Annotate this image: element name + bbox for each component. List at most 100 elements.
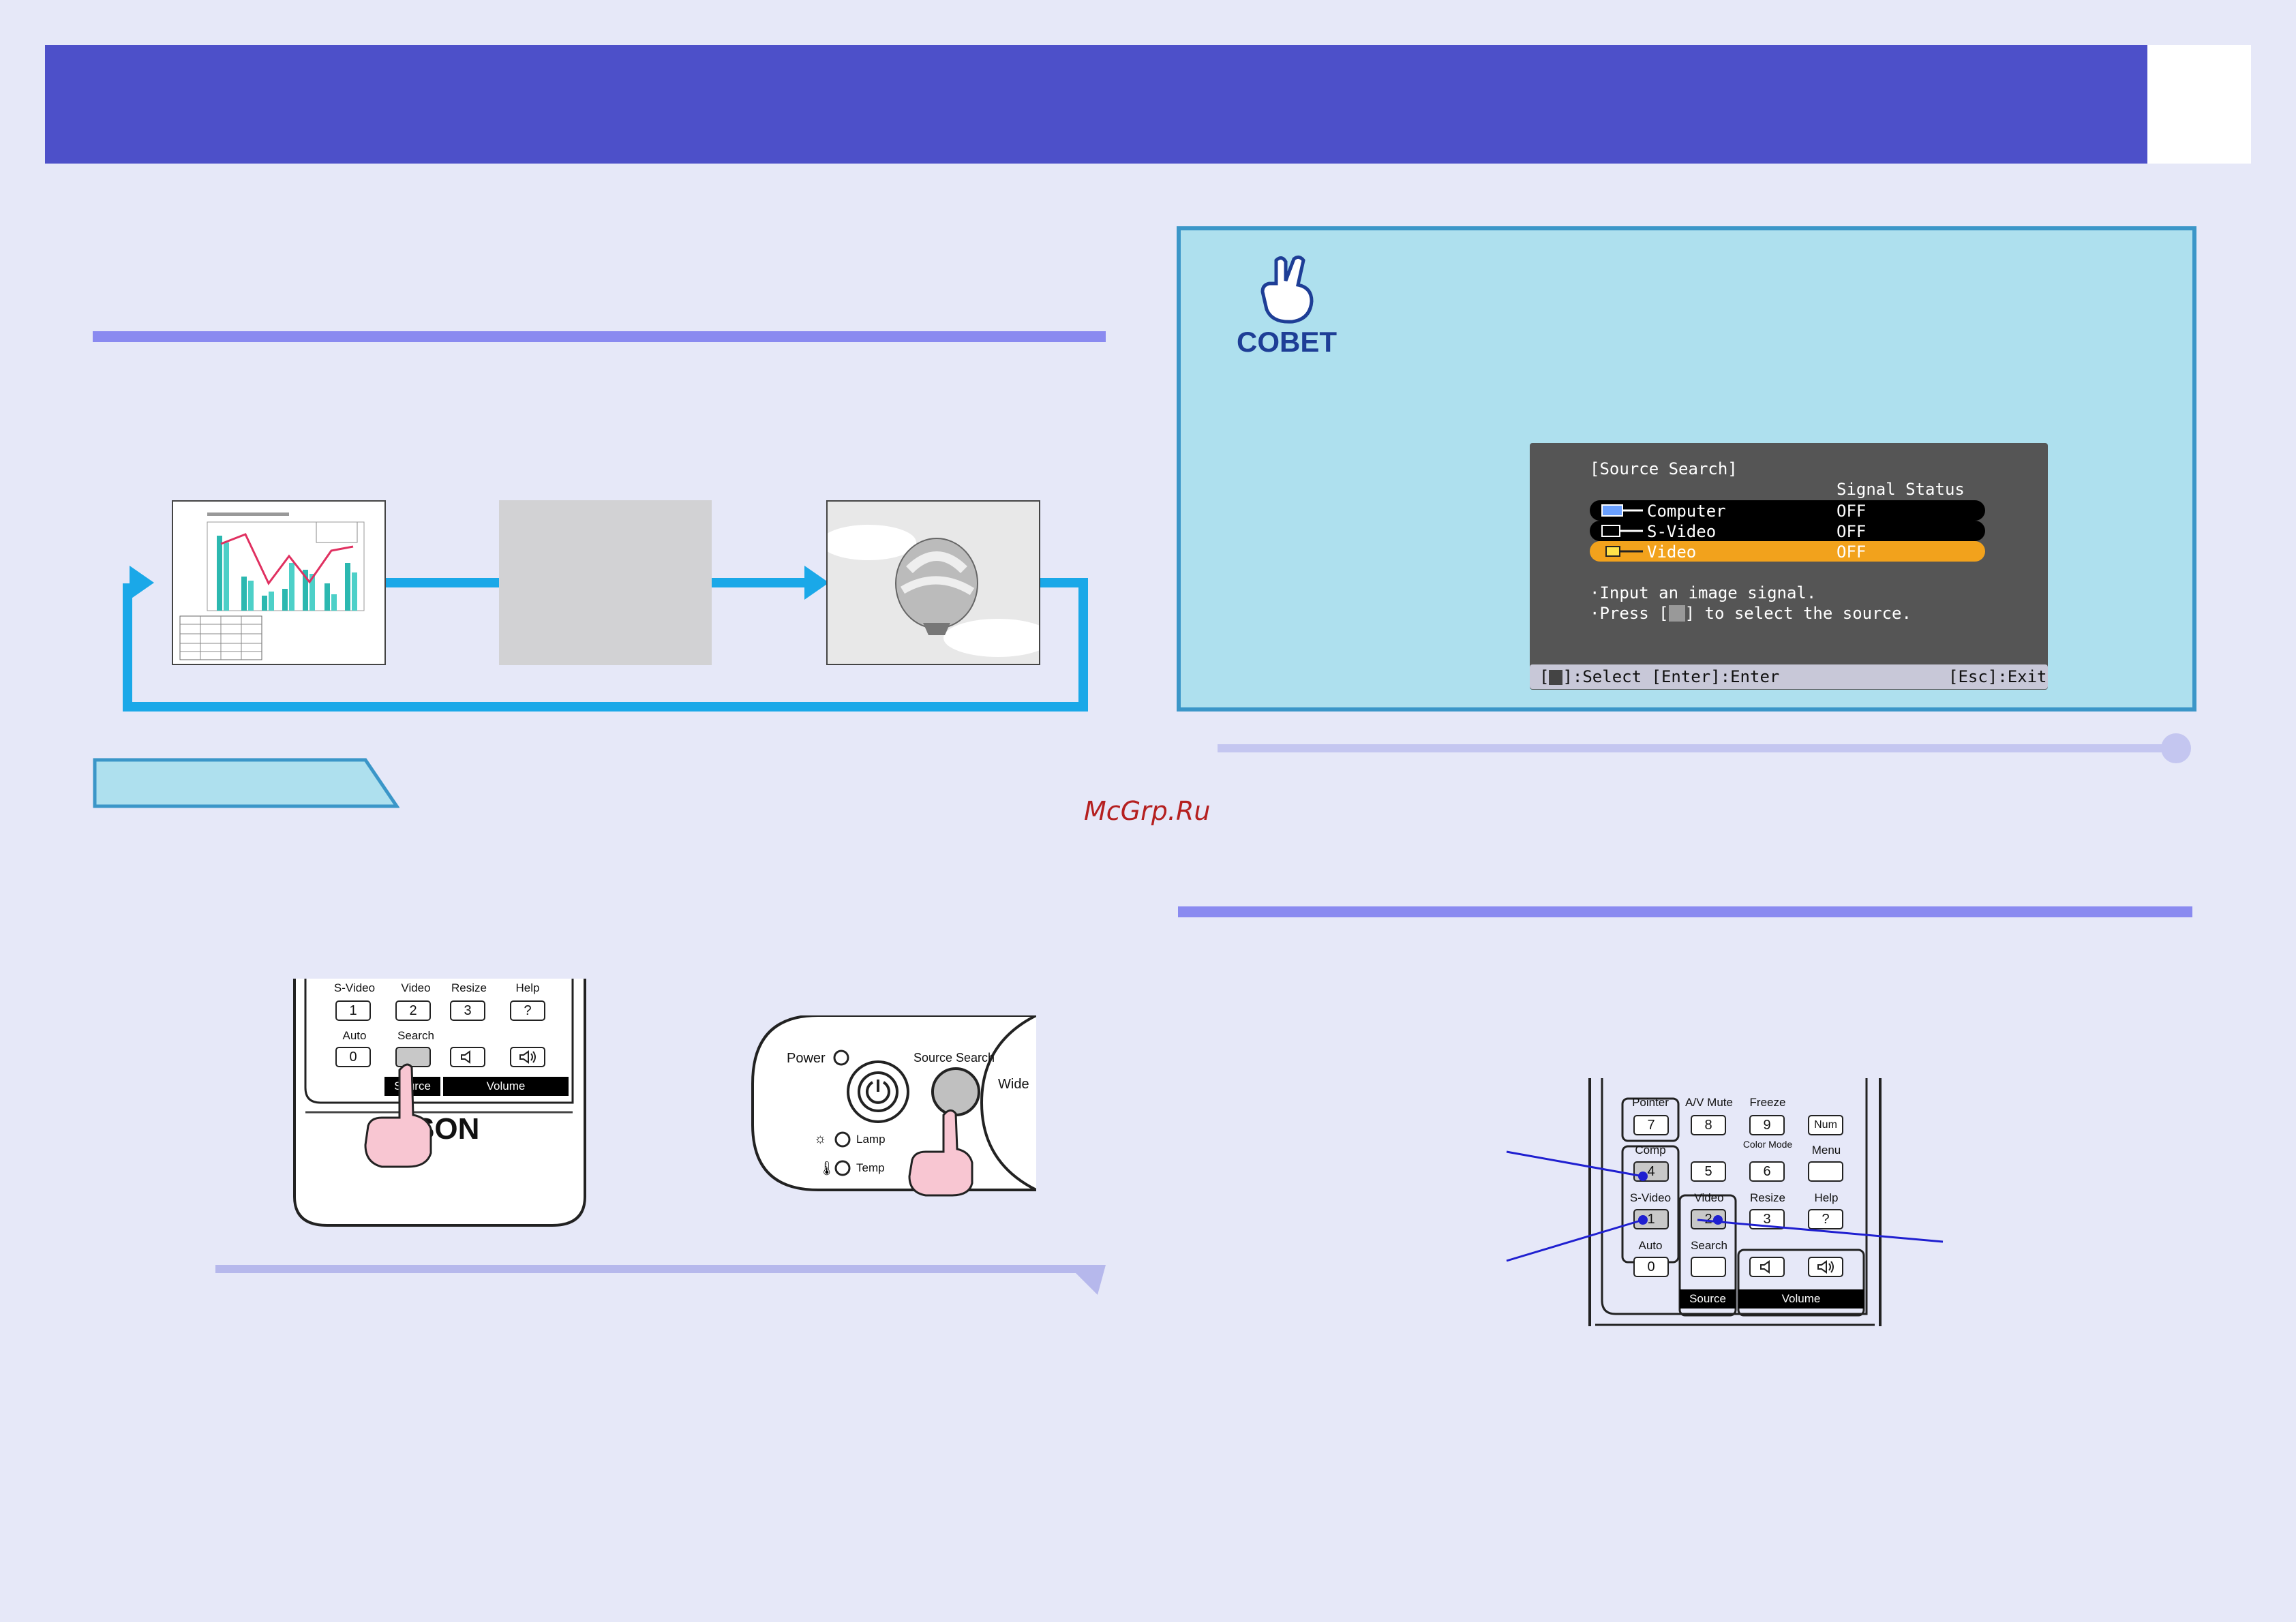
key-2[interactable]: 2 xyxy=(395,1000,431,1021)
page-number-box xyxy=(2147,45,2251,164)
computer-source-button[interactable]: 4 xyxy=(1633,1161,1669,1182)
procedure-tab xyxy=(93,758,399,808)
help-button[interactable]: ? xyxy=(510,1000,545,1021)
projector-control-panel: Power Source Search Wide ☼ Lamp 🌡 Temp xyxy=(750,1015,1036,1197)
svideo-connector-icon xyxy=(1601,525,1643,537)
arrow-line-3 xyxy=(1078,578,1088,711)
osd-footer-exit: [Esc]:Exit xyxy=(1948,667,2047,686)
volume-up-button[interactable] xyxy=(1808,1257,1843,1277)
up-down-arrow-icon xyxy=(1549,670,1563,685)
key-5[interactable]: 5 xyxy=(1691,1161,1726,1182)
wide-label: Wide xyxy=(998,1077,1029,1092)
label-freeze: Freeze xyxy=(1749,1096,1786,1109)
label-video: Video xyxy=(1694,1191,1724,1204)
balloon-picture-icon xyxy=(821,525,1053,657)
label-help: Help xyxy=(515,981,540,994)
section-rule-right xyxy=(1178,906,2192,917)
computer-connector-icon xyxy=(1601,504,1643,517)
osd-footer: []:Select [Enter]:Enter [Esc]:Exit xyxy=(1530,664,2048,689)
remote-control-search: S-Video Video Resize Help 1 2 3 ? Auto S… xyxy=(293,979,586,1231)
watermark: McGrp.Ru xyxy=(1084,796,1211,826)
volume-down-button[interactable] xyxy=(1749,1257,1785,1277)
arrow-head-right-icon xyxy=(130,566,154,600)
osd-source-status: OFF xyxy=(1837,502,1867,521)
power-button[interactable] xyxy=(852,1066,905,1119)
source-search-osd: [Source Search] Signal Status Computer O… xyxy=(1530,443,2048,690)
section-end-rule-left xyxy=(215,1265,1102,1273)
osd-source-row[interactable] xyxy=(1590,500,1985,521)
thermometer-icon: 🌡 xyxy=(818,1161,836,1176)
num-button[interactable]: Num xyxy=(1808,1115,1843,1135)
osd-message-1: ·Input an image signal. xyxy=(1590,583,1817,602)
label-search: Search xyxy=(397,1029,434,1042)
osd-status-header: Signal Status xyxy=(1837,480,1965,499)
help-button[interactable]: ? xyxy=(1808,1209,1843,1229)
lamp-icon: ☼ xyxy=(814,1131,827,1146)
key-1[interactable]: 1 xyxy=(335,1000,371,1021)
label-comp: Comp xyxy=(1635,1144,1666,1157)
key-3[interactable]: 3 xyxy=(450,1000,485,1021)
key-6[interactable]: 6 xyxy=(1749,1161,1785,1182)
arrow-head-right-icon xyxy=(804,566,829,600)
key-7[interactable]: 7 xyxy=(1633,1115,1669,1135)
section-rule-left xyxy=(93,331,1106,342)
osd-footer-select: []:Select [Enter]:Enter xyxy=(1539,667,1780,686)
osd-source-name: Computer xyxy=(1647,502,1726,521)
callout-lines xyxy=(1506,1150,1944,1262)
label-auto: Auto xyxy=(1638,1239,1663,1252)
key-8[interactable]: 8 xyxy=(1691,1115,1726,1135)
osd-source-row[interactable] xyxy=(1590,521,1985,541)
key-0[interactable]: 0 xyxy=(1633,1257,1669,1277)
search-button[interactable] xyxy=(1691,1257,1726,1277)
menu-button[interactable] xyxy=(1808,1161,1843,1182)
osd-source-status: OFF xyxy=(1837,542,1867,562)
label-resize: Resize xyxy=(1750,1191,1785,1204)
triangle-down-icon xyxy=(1068,1265,1106,1295)
speaker-low-icon xyxy=(461,1050,470,1064)
label-pointer: Pointer xyxy=(1632,1096,1669,1109)
label-search: Search xyxy=(1691,1239,1727,1252)
volume-up-button[interactable] xyxy=(510,1047,545,1067)
label-svideo: S-Video xyxy=(333,981,376,994)
search-button[interactable] xyxy=(395,1047,431,1067)
volume-bar-label: Volume xyxy=(1781,1292,1821,1305)
label-resize: Resize xyxy=(451,981,487,994)
video-connector-icon xyxy=(1605,546,1643,557)
temp-label: Temp xyxy=(856,1161,885,1174)
label-video: Video xyxy=(401,981,431,994)
label-menu: Menu xyxy=(1811,1144,1841,1157)
power-label: Power xyxy=(787,1051,826,1066)
osd-source-name: Video xyxy=(1647,542,1697,562)
arrow-line-5 xyxy=(123,583,132,711)
up-down-arrow-icon xyxy=(1668,605,1685,622)
volume-bar-label: Volume xyxy=(486,1080,526,1092)
speaker-high-icon xyxy=(1817,1260,1834,1274)
key-0[interactable]: 0 xyxy=(335,1047,371,1067)
svideo-screen-thumbnail xyxy=(499,500,712,665)
pressing-hand-icon xyxy=(908,1109,973,1197)
key-9[interactable]: 9 xyxy=(1749,1115,1785,1135)
speaker-low-icon xyxy=(1760,1260,1770,1274)
label-av-mute: A/V Mute xyxy=(1685,1096,1733,1109)
video-screen-thumbnail xyxy=(821,500,1053,665)
source-bar-label: Source xyxy=(1689,1292,1726,1305)
label-color-mode: Color Mode xyxy=(1742,1139,1793,1150)
circle-end-icon xyxy=(2161,733,2191,763)
label-auto: Auto xyxy=(342,1029,367,1042)
label-svideo: S-Video xyxy=(1629,1191,1672,1204)
tip-badge-label: COBET xyxy=(1237,326,1337,358)
osd-source-row-selected[interactable] xyxy=(1590,541,1985,562)
tip-end-rule xyxy=(1218,744,2169,752)
header-bar xyxy=(45,45,2147,164)
osd-message-2: ·Press [] to select the source. xyxy=(1590,604,1912,623)
remote-control-direct-select: Pointer A/V Mute Freeze 7 8 9 Num Comp C… xyxy=(1588,1078,1882,1326)
osd-source-status: OFF xyxy=(1837,522,1867,541)
arrow-line-2 xyxy=(1040,578,1088,587)
label-help: Help xyxy=(1814,1191,1839,1204)
volume-down-button[interactable] xyxy=(450,1047,485,1067)
computer-screen-thumbnail xyxy=(172,500,386,665)
osd-title: [Source Search] xyxy=(1590,459,1738,478)
arrow-line-4 xyxy=(123,702,1088,711)
source-cycle-diagram xyxy=(123,498,1091,716)
speaker-high-icon xyxy=(519,1050,536,1064)
